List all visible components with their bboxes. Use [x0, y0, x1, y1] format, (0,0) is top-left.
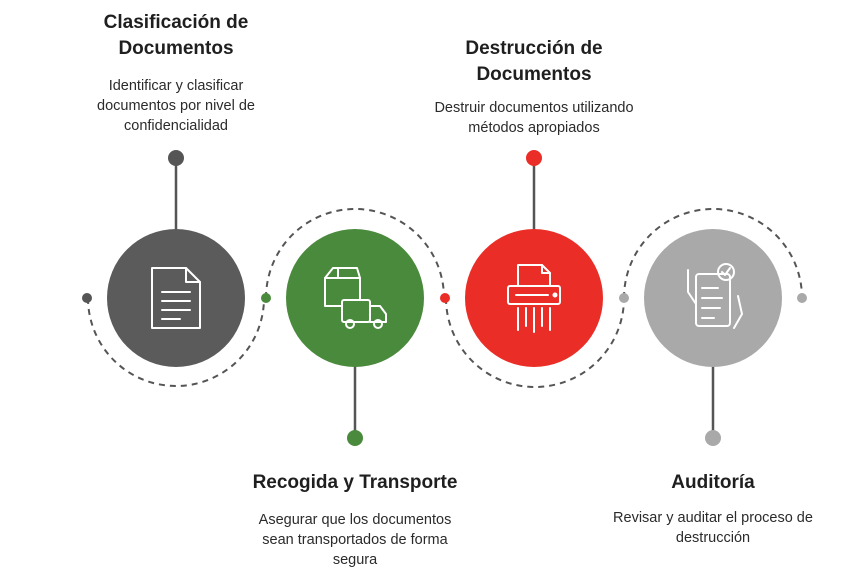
step-3-title-line-2: Documentos: [476, 64, 592, 85]
stem-dot-step-3: [526, 150, 542, 166]
step-4-description: Revisar y auditar el proceso de destrucc…: [584, 508, 842, 548]
step-2-title-line-1: Recogida y Transporte: [252, 472, 458, 493]
step-3-title: Destrucción de Documentos: [421, 36, 647, 88]
junction-dot: [797, 293, 807, 303]
step-1-title-line-2: Documentos: [118, 38, 234, 59]
audit-checklist-icon: [687, 263, 743, 329]
step-circle-2: [286, 229, 424, 367]
connector-arc-1: [87, 297, 265, 387]
step-4-title-line-1: Auditoría: [671, 472, 755, 493]
stem-dot-step-2: [347, 430, 363, 446]
stem-dot-step-1: [168, 150, 184, 166]
step-2-desc-line-1: Asegurar que los documentos: [258, 512, 452, 528]
step-1-title-line-1: Clasificación de: [103, 12, 249, 33]
step-circle-3: [465, 229, 603, 367]
step-3-desc-line-2: métodos apropiados: [468, 120, 600, 136]
document-icon: [151, 267, 201, 329]
step-1-title: Clasificación de Documentos: [66, 10, 286, 62]
box-truck-icon: [324, 267, 387, 329]
step-2-desc-line-3: segura: [332, 552, 378, 568]
step-3-desc-line-1: Destruir documentos utilizando: [434, 100, 634, 116]
shredder-icon: [507, 264, 561, 333]
step-1-desc-line-3: confidencialidad: [124, 118, 228, 134]
step-1-description: Identificar y clasificar documentos por …: [56, 76, 296, 136]
stem-dot-step-4: [705, 430, 721, 446]
junction-dot: [619, 293, 629, 303]
step-1-desc-line-1: Identificar y clasificar: [108, 78, 244, 94]
step-circle-1: [107, 229, 245, 367]
step-2-desc-line-2: sean transportados de forma: [262, 532, 448, 548]
step-2-title: Recogida y Transporte: [215, 470, 495, 496]
step-3-title-line-1: Destrucción de: [465, 38, 603, 59]
step-1-desc-line-2: documentos por nivel de: [97, 98, 255, 114]
step-2-description: Asegurar que los documentos sean transpo…: [215, 510, 495, 570]
step-3-description: Destruir documentos utilizando métodos a…: [404, 98, 664, 138]
step-4-desc-line-2: destrucción: [675, 530, 751, 546]
step-4-desc-line-1: Revisar y auditar el proceso de: [613, 510, 813, 526]
junction-dot: [261, 293, 271, 303]
junction-dot: [440, 293, 450, 303]
step-4-title: Auditoría: [603, 470, 823, 496]
junction-dot: [82, 293, 92, 303]
